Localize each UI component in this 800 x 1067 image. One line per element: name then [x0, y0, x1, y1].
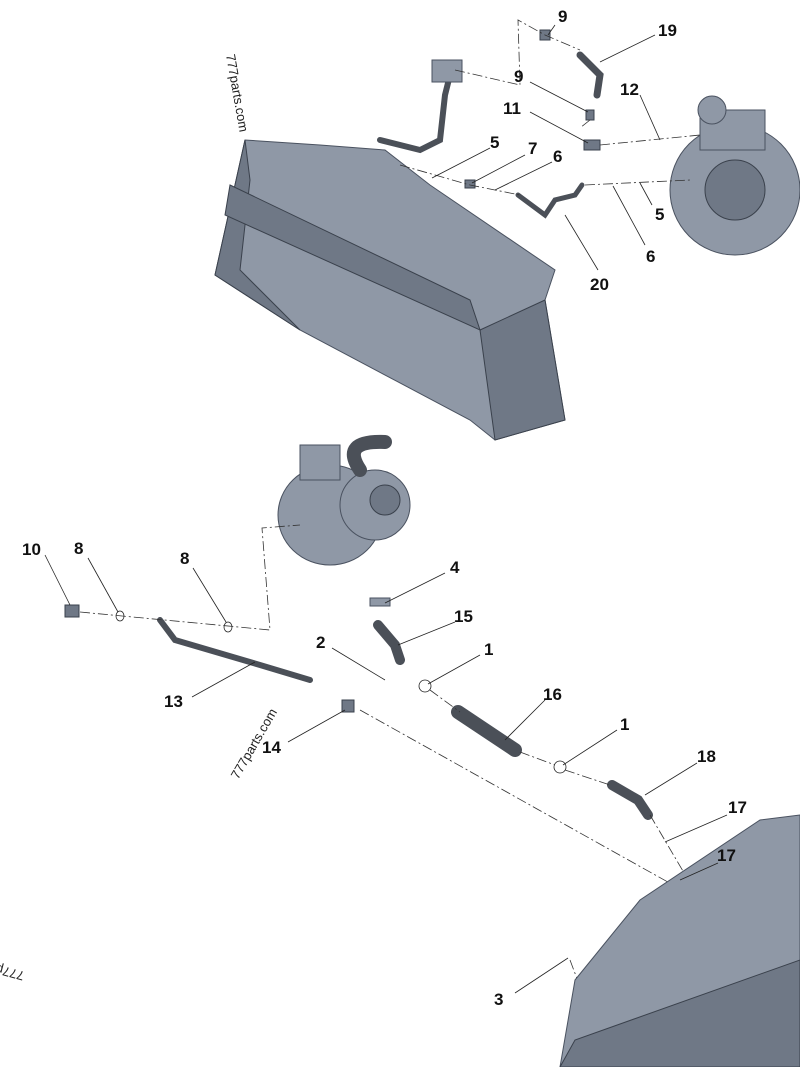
part-19-hose	[576, 51, 604, 99]
watermark: 777parts.com	[223, 53, 251, 133]
callout-label: 6	[553, 147, 562, 166]
watermark: 777p	[0, 962, 26, 984]
callout-label: 10	[22, 540, 41, 559]
callout-label: 4	[450, 558, 460, 577]
turbocharger-upper	[669, 95, 800, 256]
callout-label: 8	[74, 539, 83, 558]
tube-fitting	[431, 59, 463, 83]
part-10-plug	[64, 604, 80, 618]
callout-label: 1	[620, 715, 629, 734]
part-14-adapter	[341, 699, 355, 713]
callout-label: 14	[262, 738, 281, 757]
callout-label: 11	[503, 99, 521, 118]
callout-label: 9	[514, 67, 523, 86]
part-13-hose	[157, 617, 313, 683]
oil-supply-tube-upper	[377, 72, 453, 154]
callout-label: 3	[494, 990, 503, 1009]
part-16-hose	[451, 705, 522, 757]
part-20-tube	[515, 182, 585, 219]
part-1-clamp	[418, 679, 432, 693]
engine-block-lower	[559, 814, 800, 1067]
part-11-elbow	[583, 139, 601, 151]
callout-label: 5	[655, 205, 664, 224]
callout-label: 6	[646, 247, 655, 266]
callout-label: 17	[728, 798, 747, 817]
callout-label: 18	[697, 747, 716, 766]
callout-label: 1	[484, 640, 493, 659]
callout-label: 9	[558, 7, 567, 26]
part-4-gasket	[369, 597, 391, 607]
callout-label: 13	[164, 692, 183, 711]
part-1-clamp	[553, 760, 567, 774]
callout-label: 8	[180, 549, 189, 568]
part-7-connector	[464, 179, 476, 189]
callout-label: 20	[590, 275, 609, 294]
callout-label: 5	[490, 133, 499, 152]
callout-label: 12	[620, 80, 639, 99]
part-18-tube	[607, 780, 653, 820]
callout-label: 7	[528, 139, 537, 158]
callout-label: 19	[658, 21, 677, 40]
part-15-tube	[373, 620, 405, 665]
engine-block-upper	[214, 139, 566, 441]
callout-leaders	[44, 24, 728, 994]
callout-label: 2	[316, 633, 325, 652]
turbocharger-lower	[277, 434, 411, 566]
callout-label: 15	[454, 607, 473, 626]
part-8-ring	[223, 621, 233, 633]
callout-label: 16	[543, 685, 562, 704]
callout-label: 17	[717, 846, 736, 865]
